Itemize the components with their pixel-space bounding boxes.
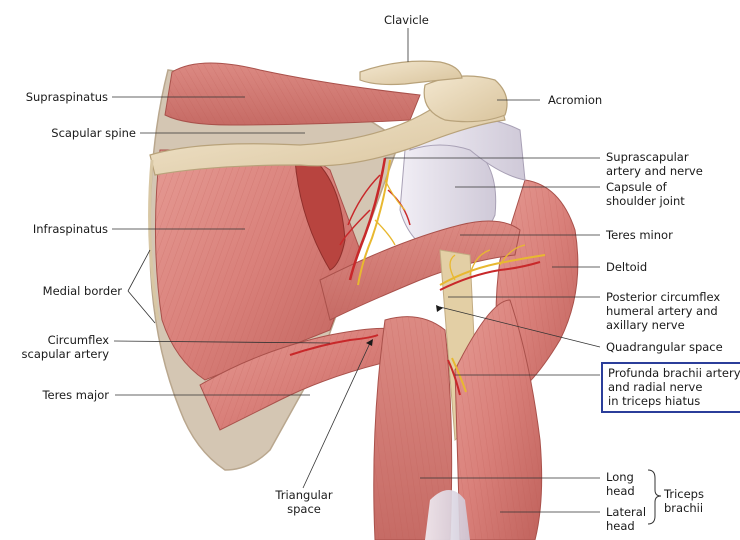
label-long-head: Long head — [606, 470, 635, 498]
circumflex-scapular-vessel — [289, 334, 379, 356]
medial-border-edge — [148, 159, 160, 321]
leader-medial-border-b — [127, 290, 156, 324]
scapular-spine-bone — [149, 98, 506, 176]
label-profunda-brachii-box: Profunda brachii artery and radial nerve… — [601, 362, 740, 413]
axillary-nerve — [439, 254, 546, 286]
label-capsule: Capsule of shoulder joint — [606, 180, 685, 208]
profunda-brachii-vessel — [447, 359, 461, 396]
label-clavicle: Clavicle — [384, 13, 429, 27]
leader-circumflex-scapular — [113, 340, 331, 344]
triceps-tendon — [425, 490, 470, 540]
label-teres-minor: Teres minor — [606, 228, 673, 242]
label-circumflex-scapular-artery: Circumflex scapular artery — [21, 333, 109, 361]
posterior-circumflex-artery — [439, 261, 541, 291]
label-triangular-space: Triangular space — [275, 488, 333, 516]
label-posterior-circumflex: Posterior circumflex humeral artery and … — [606, 290, 721, 332]
label-lateral-head: Lateral head — [606, 505, 647, 533]
label-acromion: Acromion — [548, 93, 603, 107]
label-quadrangular-space: Quadrangular space — [606, 340, 723, 354]
leader-medial-border-a — [127, 249, 151, 292]
triceps-brace — [647, 469, 662, 525]
quadrangular-space-marker — [436, 305, 443, 312]
clavicle-bone — [359, 60, 463, 86]
label-deltoid: Deltoid — [606, 260, 648, 274]
cut-muscle-section — [294, 149, 346, 271]
label-medial-border: Medial border — [42, 284, 122, 298]
label-suprascapular: Suprascapular artery and nerve — [606, 150, 703, 178]
label-teres-major: Teres major — [42, 388, 109, 402]
label-supraspinatus: Supraspinatus — [25, 90, 108, 104]
leader-triangular-space — [302, 342, 371, 489]
leader-lines — [112, 28, 601, 513]
label-scapular-spine: Scapular spine — [51, 126, 136, 140]
triangular-space-marker — [366, 339, 373, 346]
leader-quadrangular-space — [439, 306, 601, 348]
label-triceps-brachii: Triceps brachii — [664, 487, 704, 515]
label-infraspinatus: Infraspinatus — [32, 222, 108, 236]
acromion-bone — [423, 75, 508, 123]
suprascapular-artery — [348, 157, 387, 281]
